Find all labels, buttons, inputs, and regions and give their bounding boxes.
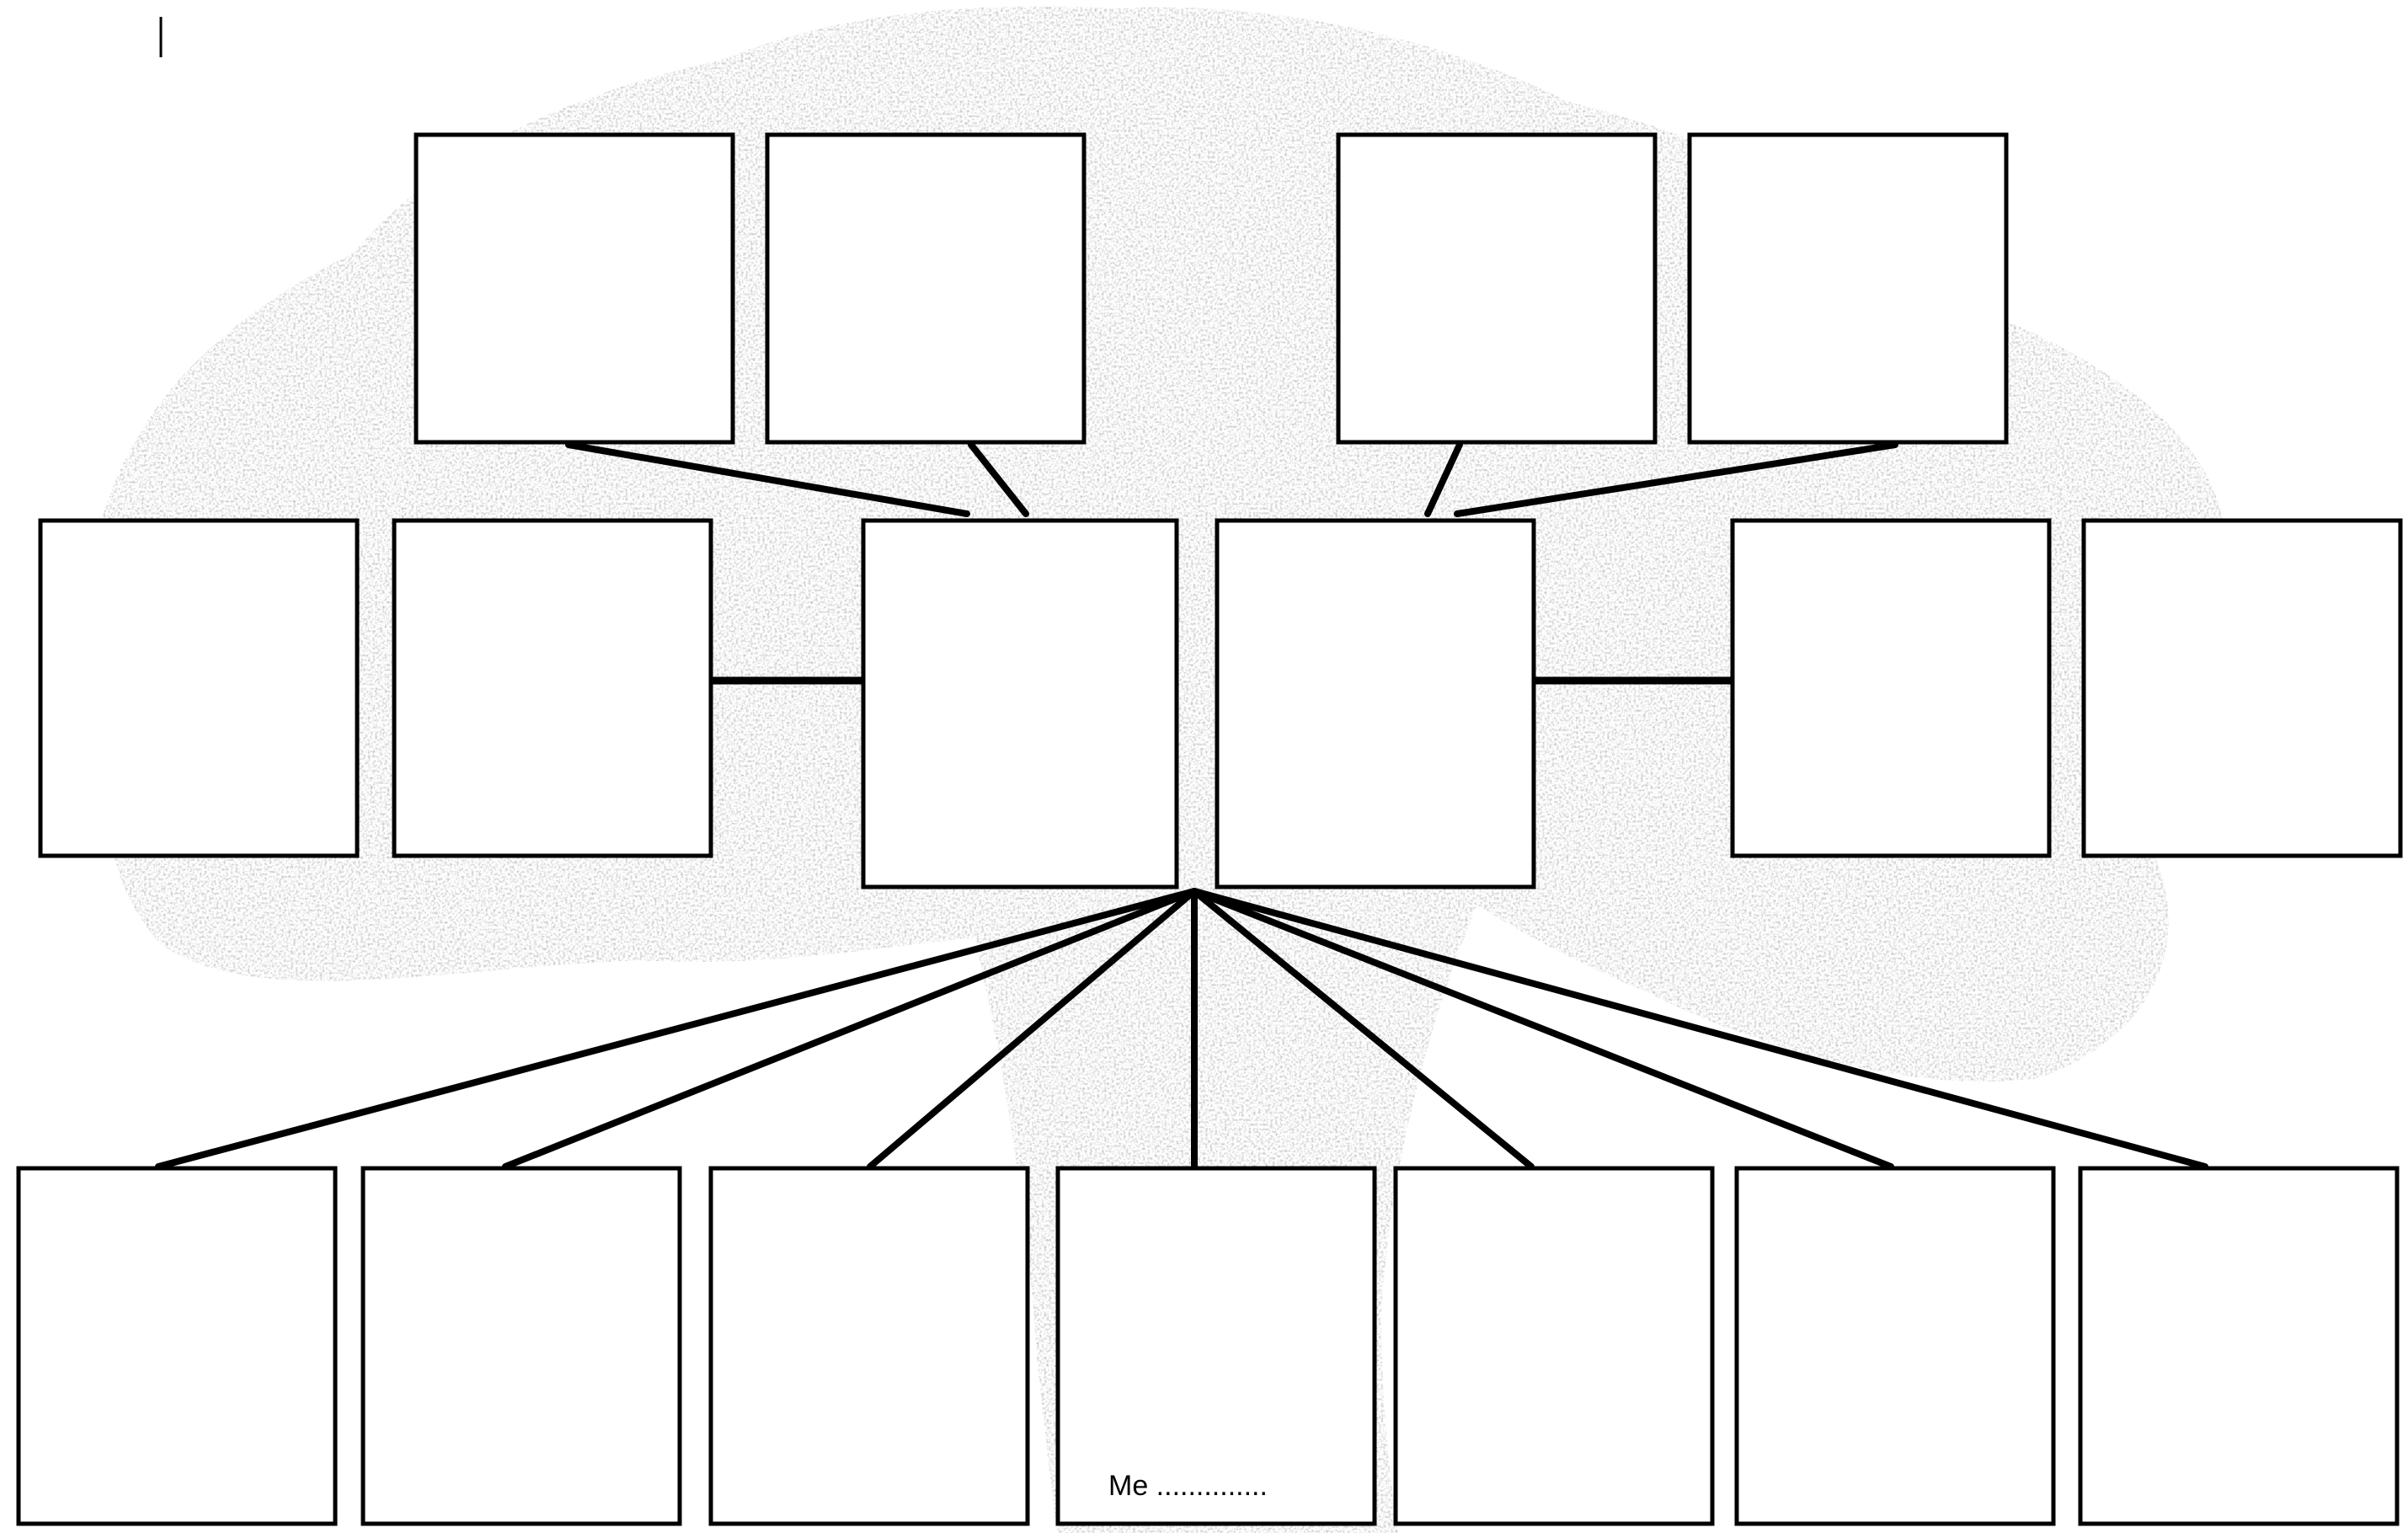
aunt-uncle-box-2[interactable] (394, 521, 711, 856)
parents-row (40, 521, 2400, 887)
sibling-box-5[interactable] (1396, 1168, 1712, 1524)
aunt-uncle-box-1[interactable] (40, 521, 357, 856)
sibling-box-1[interactable] (19, 1168, 335, 1524)
sibling-box-3[interactable] (711, 1168, 1028, 1524)
grandparent-box-3[interactable] (1338, 135, 1655, 442)
aunt-uncle-box-4[interactable] (2084, 521, 2400, 856)
children-row: Me .............. (19, 1168, 2397, 1524)
me-label: Me .............. (1108, 1470, 1268, 1502)
parent-box-1[interactable] (863, 521, 1177, 887)
sibling-box-2[interactable] (363, 1168, 680, 1524)
aunt-uncle-box-3[interactable] (1733, 521, 2049, 856)
grandparent-box-1[interactable] (416, 135, 733, 442)
parent-box-2[interactable] (1217, 521, 1534, 887)
sibling-box-7[interactable] (2080, 1168, 2397, 1524)
grandparent-box-4[interactable] (1690, 135, 2006, 442)
sibling-box-6[interactable] (1737, 1168, 2053, 1524)
grandparent-box-2[interactable] (767, 135, 1084, 442)
